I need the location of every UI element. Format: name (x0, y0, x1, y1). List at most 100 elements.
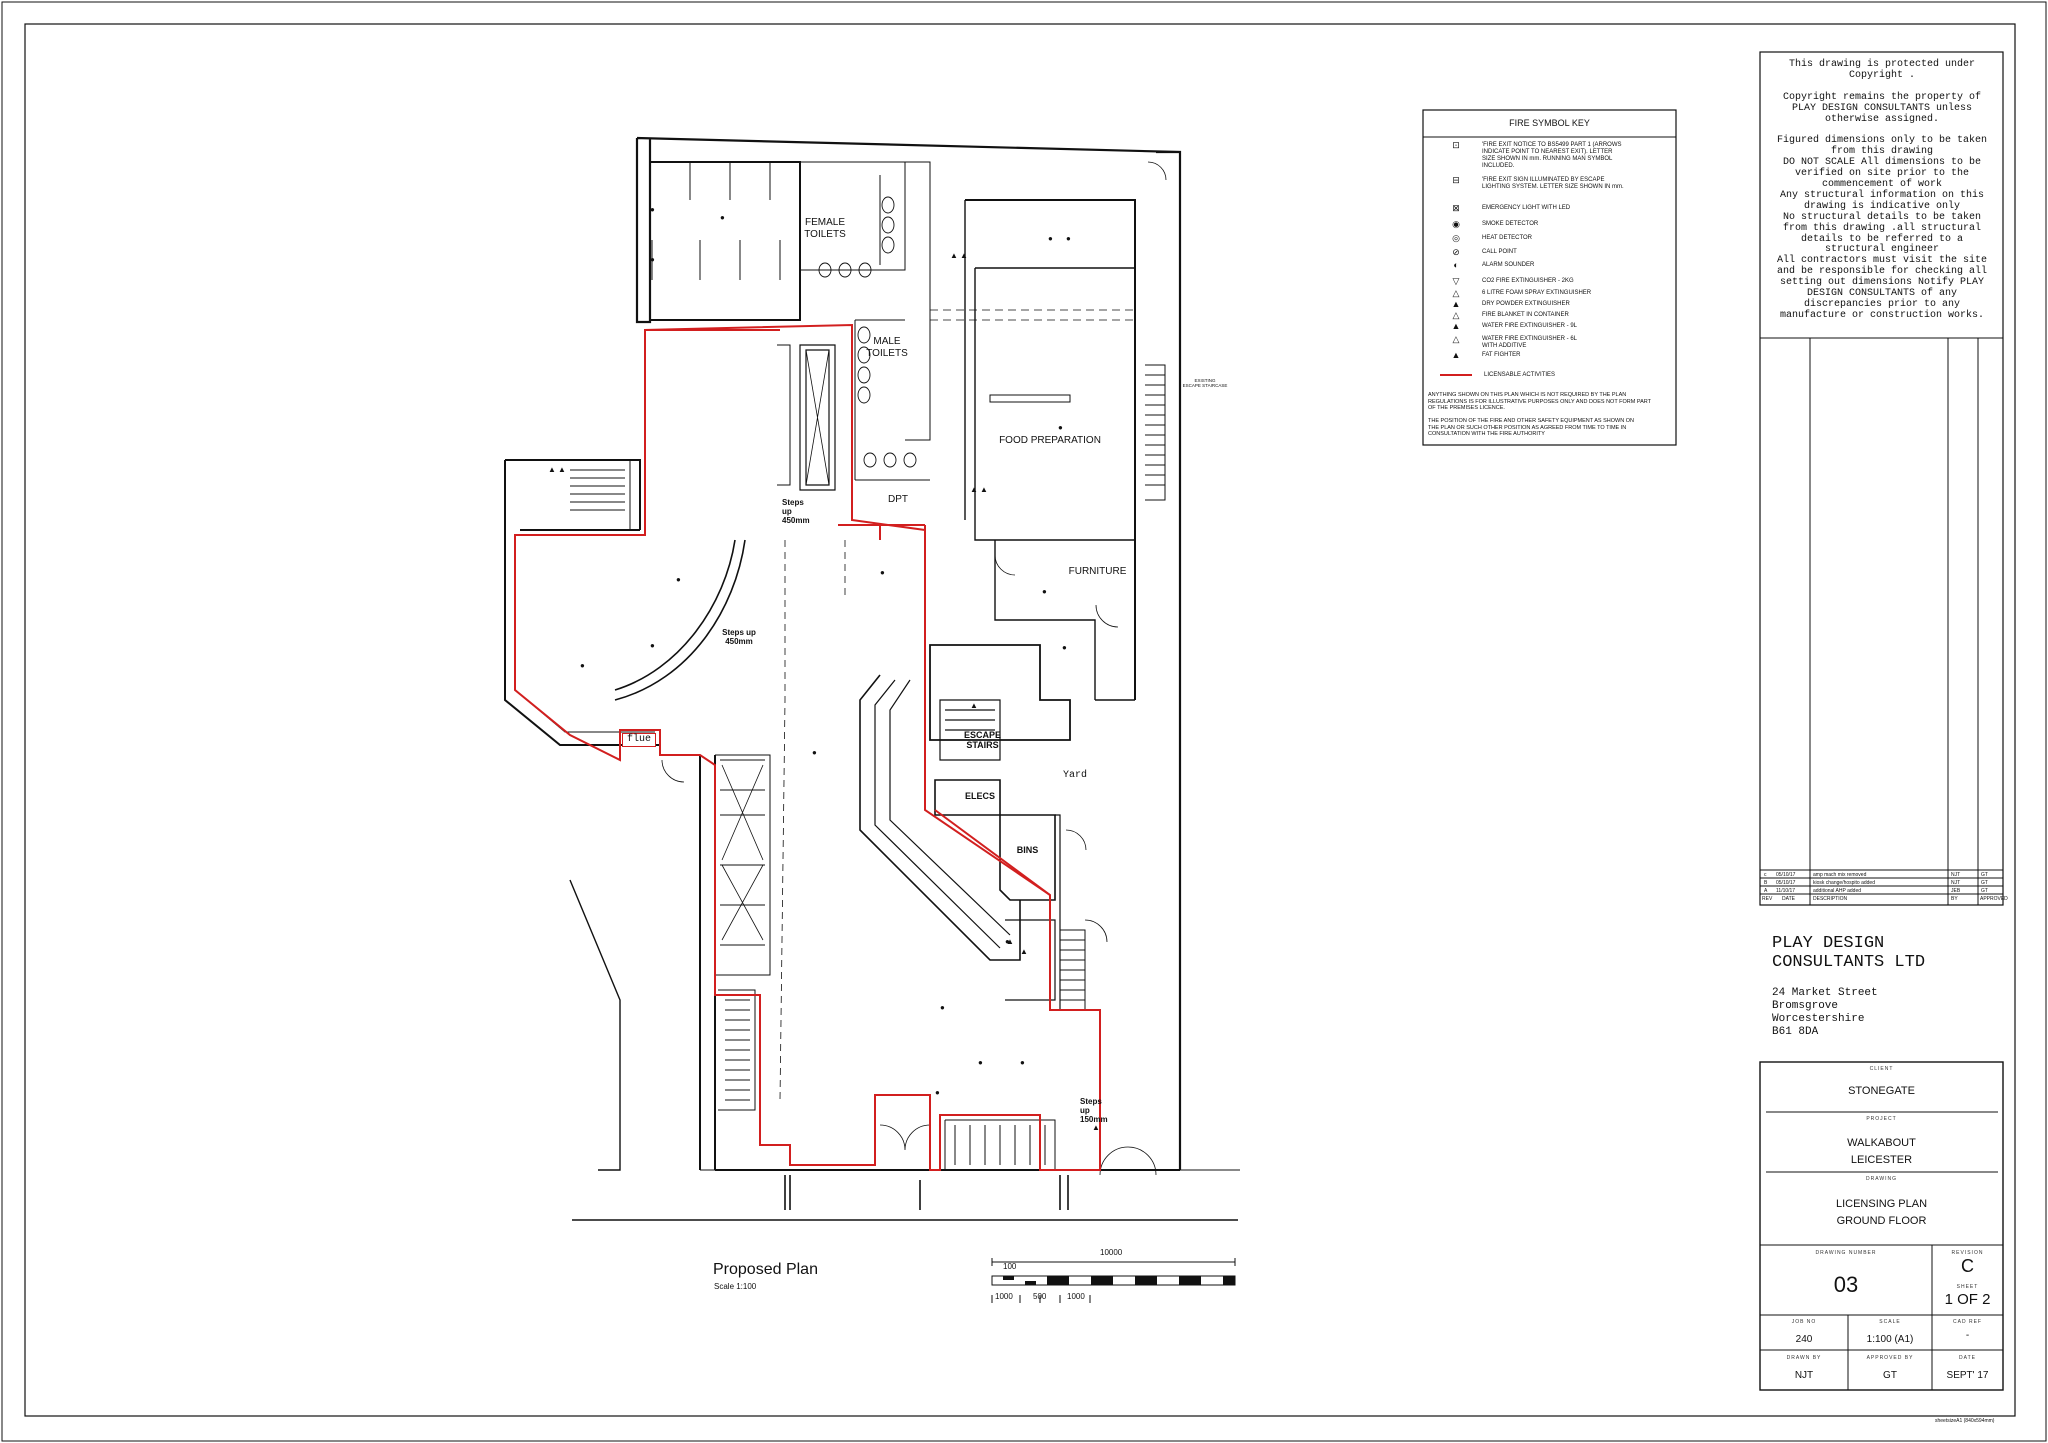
svg-text:▲: ▲ (970, 485, 978, 494)
smoke-detector-icon: ◉ (1452, 219, 1460, 229)
revision-cell-by: NJT (1951, 880, 1961, 886)
fire-key-item-text: WATER FIRE EXTINGUISHER - 6L WITH ADDITI… (1482, 336, 1578, 349)
svg-text:●: ● (1005, 937, 1010, 946)
svg-text:▲: ▲ (960, 251, 968, 260)
fire-key-item-text: EMERGENCY LIGHT WITH LED (1482, 205, 1571, 211)
scale-bar-tick-label: 1000 (995, 1292, 1013, 1301)
drawing-number: 03 (1833, 1272, 1859, 1297)
revision-header-rev: REV (1762, 896, 1773, 902)
svg-text:●: ● (1058, 423, 1063, 432)
revision-cell-by: JEB (1951, 888, 1961, 894)
svg-text:▲: ▲ (950, 251, 958, 260)
fire-key-item-text: SMOKE DETECTOR (1482, 221, 1539, 227)
drawing-frame (24, 23, 2016, 1417)
room-label-male-toilets: MALE TOILETS (866, 336, 908, 359)
steps-label-150: Steps up 150mm (1080, 1097, 1108, 1125)
illuminated-exit-sign-icon: ⊟ (1452, 175, 1460, 185)
drawing-caption: DRAWING (1866, 1176, 1897, 1182)
svg-text:▲: ▲ (1092, 1123, 1100, 1132)
room-label-dpt: DPT (888, 494, 908, 505)
revision-cell-desc: amp mach mix removed (1813, 872, 1867, 878)
scale-bar-total-label: 10000 (1100, 1248, 1123, 1257)
client-caption: CLIENT (1869, 1066, 1894, 1072)
job-no-caption: JOB NO (1791, 1319, 1817, 1325)
svg-text:▲: ▲ (1006, 937, 1014, 946)
scale-bar-minor-label: 100 (1003, 1262, 1017, 1271)
approved-by-caption: APPROVED BY (1866, 1355, 1914, 1361)
revision-cell-app: GT (1981, 872, 1988, 878)
emergency-light-icon: ⊠ (1452, 203, 1460, 213)
steps-label-450-b: Steps up 450mm (722, 628, 756, 647)
fire-key-item-text: 'FIRE EXIT SIGN ILLUMINATED BY ESCAPE LI… (1482, 177, 1624, 190)
revision-header-by: BY (1951, 896, 1958, 902)
revision-cell-date: 05/10/17 (1776, 872, 1796, 878)
alarm-sounder-icon: ◐ (1453, 260, 1459, 270)
project-caption: PROJECT (1866, 1116, 1897, 1122)
water-extinguisher-icon: ▲ (1451, 321, 1461, 331)
revision-cell-desc: additional AHP added (1813, 888, 1862, 894)
plan-scale: Scale 1:100 (714, 1282, 757, 1291)
fire-key-item-text: 'FIRE EXIT NOTICE TO BS5499 PART 1 (ARRO… (1482, 142, 1622, 169)
revision-cell-rev: c (1764, 872, 1767, 878)
svg-text:▲: ▲ (980, 485, 988, 494)
approved-by: GT (1883, 1370, 1897, 1381)
revision-cell-date: 05/10/17 (1776, 880, 1796, 886)
scale-bar-tick-label: 1000 (1067, 1292, 1085, 1301)
svg-text:●: ● (940, 1003, 945, 1012)
fat-fighter-icon: ▲ (1451, 350, 1461, 360)
svg-text:●: ● (650, 205, 655, 214)
revision-cell-app: GT (1981, 888, 1988, 894)
foam-extinguisher-icon: △ (1452, 288, 1460, 298)
svg-text:●: ● (1042, 587, 1047, 596)
svg-text:●: ● (1062, 643, 1067, 652)
fire-key-title: FIRE SYMBOL KEY (1509, 118, 1590, 128)
fire-key-item-text: DRY POWDER EXTINGUISHER (1482, 301, 1570, 307)
revision-header-description: DESCRIPTION (1813, 896, 1848, 902)
project-name: WALKABOUT LEICESTER (1847, 1137, 1916, 1166)
svg-text:▲: ▲ (558, 465, 566, 474)
fire-key-item-text: WATER FIRE EXTINGUISHER - 9L (1482, 323, 1578, 329)
existing-escape-staircase-label: EXISTING ESCAPE STAIRCASE (1182, 378, 1228, 389)
drawing-date: SEPT' 17 (1946, 1370, 1989, 1381)
svg-text:●: ● (720, 213, 725, 222)
heat-detector-icon: ◎ (1452, 233, 1460, 243)
sheet-size-note: sheetsizeA1 (840x594mm) (1935, 1418, 1995, 1424)
licensable-boundary (514, 323, 1101, 1171)
copyright-notes: This drawing is protected under Copyrigh… (1776, 59, 1988, 321)
room-label-female-toilets: FEMALE TOILETS (804, 217, 846, 240)
water-additive-extinguisher-icon: △ (1452, 334, 1460, 344)
revision-header-approved: APPROVED (1980, 896, 2008, 902)
svg-text:▲: ▲ (1020, 947, 1028, 956)
room-label-furniture: FURNITURE (1068, 566, 1127, 577)
plan-title: Proposed Plan (713, 1261, 818, 1278)
revision-cell-rev: A (1764, 888, 1768, 894)
job-no: 240 (1795, 1334, 1813, 1345)
exit-sign-icon: ⊡ (1452, 140, 1460, 150)
cad-ref: - (1965, 1330, 1970, 1341)
svg-text:●: ● (935, 1088, 940, 1097)
client-name: STONEGATE (1848, 1085, 1915, 1097)
svg-text:▲: ▲ (970, 701, 978, 710)
date-caption: DATE (1959, 1355, 1976, 1361)
svg-text:●: ● (812, 748, 817, 757)
revision-cell-date: 11/10/17 (1776, 888, 1796, 894)
fire-key-item-text: ALARM SOUNDER (1482, 262, 1535, 268)
company-address: 24 Market Street Bromsgrove Worcestershi… (1772, 987, 1878, 1038)
scale-value: 1:100 (A1) (1866, 1334, 1914, 1345)
fire-key-item-text: FAT FIGHTER (1482, 352, 1521, 358)
fire-key-item-text: FIRE BLANKET IN CONTAINER (1482, 312, 1569, 318)
drawing-number-caption: DRAWING NUMBER (1815, 1250, 1877, 1256)
sheet-caption: SHEET (1956, 1284, 1979, 1290)
company-name: PLAY DESIGN CONSULTANTS LTD (1772, 934, 1926, 972)
svg-text:●: ● (650, 255, 655, 264)
room-label-flue: flue (622, 733, 656, 747)
svg-text:●: ● (676, 575, 681, 584)
revision-cell-app: GT (1981, 880, 1988, 886)
revision-cell-by: NJT (1951, 872, 1961, 878)
revision-letter: C (1961, 1256, 1974, 1276)
co2-extinguisher-icon: ▽ (1452, 276, 1460, 286)
fire-key-item-text: CO2 FIRE EXTINGUISHER - 2KG (1482, 278, 1574, 284)
fire-key-frame (1422, 109, 1677, 446)
